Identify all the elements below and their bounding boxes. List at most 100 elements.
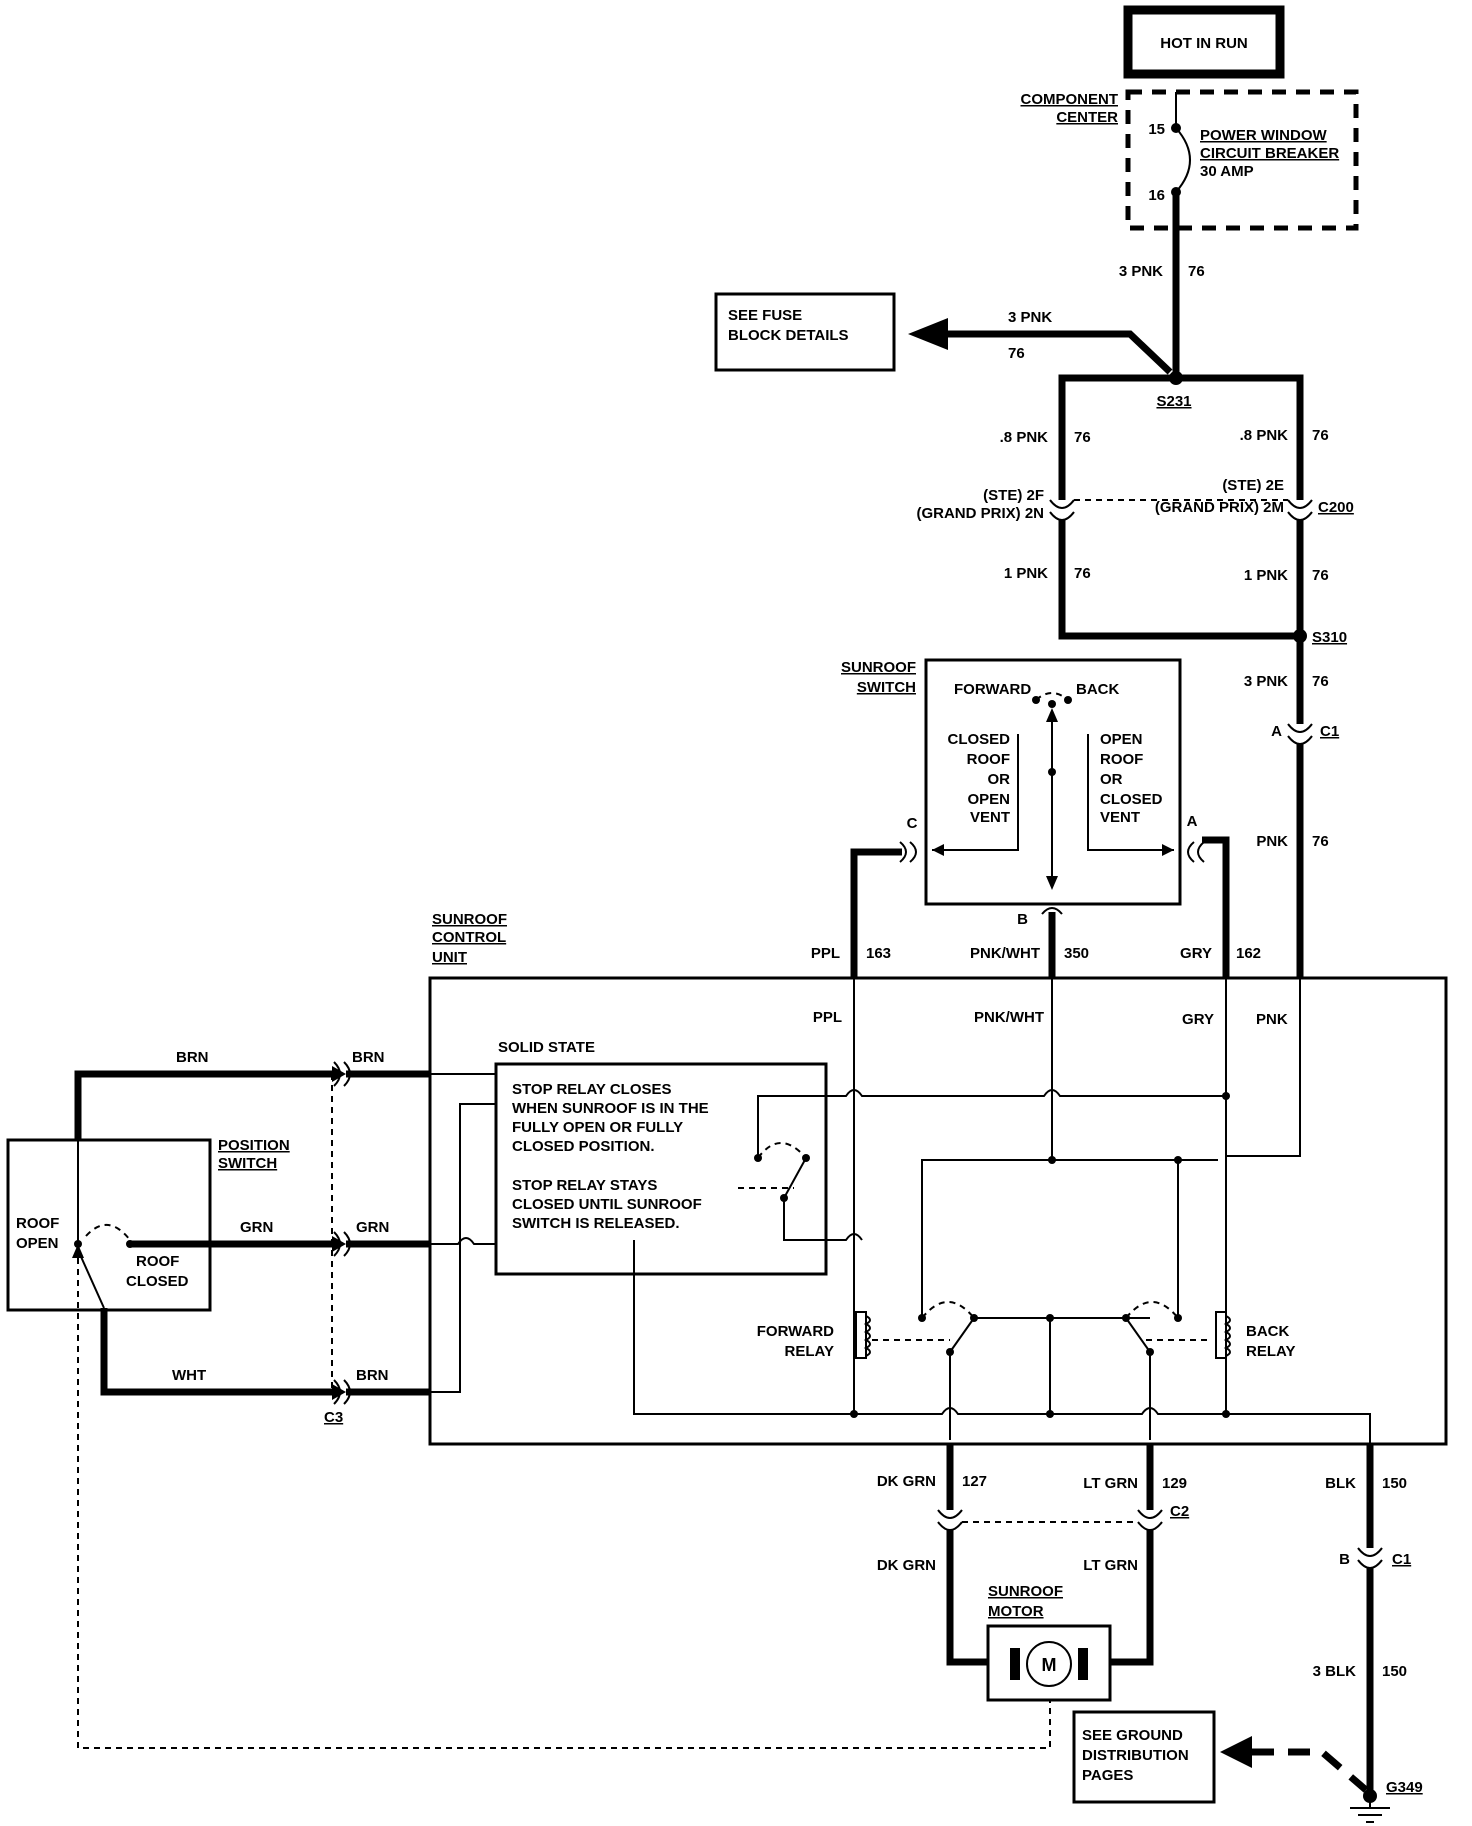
wire-s310-circuit: 76 (1312, 673, 1329, 690)
wire-blk-size-circuit: 150 (1382, 1663, 1407, 1680)
roof-open-2: OPEN (16, 1235, 59, 1252)
switch-left-4: VENT (970, 809, 1010, 826)
connector-c1-bottom: C1 (1392, 1551, 1411, 1568)
switch-pin-a: A (1187, 813, 1198, 830)
forward-relay-label-2: RELAY (785, 1343, 834, 1360)
sunroof-motor-title-1: SUNROOF (988, 1583, 1063, 1600)
wire-ppl: PPL (811, 945, 840, 962)
component-center-box (1125, 89, 1359, 231)
back-relay-label-2: RELAY (1246, 1343, 1295, 1360)
wire-pnk-wht: PNK/WHT (970, 945, 1040, 962)
hot-in-run-box (1123, 5, 1285, 79)
fuse-arrow (908, 318, 948, 350)
ground-distribution-arrow (1220, 1736, 1252, 1768)
wire-blk-circuit: 150 (1382, 1475, 1407, 1492)
wire-grn-right: GRN (356, 1219, 389, 1236)
wire-brn-left: BRN (176, 1049, 209, 1066)
hot-in-run-label: HOT IN RUN (1160, 35, 1248, 52)
splice-s310-label: S310 (1312, 629, 1347, 646)
switch-left-3: OPEN (967, 791, 1010, 808)
breaker-pin-16-label: 16 (1148, 187, 1165, 204)
control-unit-box (428, 976, 1448, 1446)
component-center-label-2: CENTER (1056, 109, 1118, 126)
wire-fuse-circuit: 76 (1008, 345, 1025, 362)
wire-blk-size: 3 BLK (1313, 1663, 1357, 1680)
wire-right-mid-size: 1 PNK (1244, 567, 1288, 584)
switch-left-0: CLOSED (947, 731, 1010, 748)
wire-main-size: 3 PNK (1119, 263, 1163, 280)
breaker-label-2: CIRCUIT BREAKER (1200, 145, 1339, 162)
note-7: SWITCH IS RELEASED. (512, 1215, 680, 1232)
switch-right-0: OPEN (1100, 731, 1143, 748)
wire-pnk: PNK (1256, 833, 1288, 850)
ground-g349-label: G349 (1386, 1779, 1423, 1796)
wire-gry-circuit: 162 (1236, 945, 1261, 962)
wire-dk-grn-circuit: 127 (962, 1473, 987, 1490)
connector-ste-2f: (STE) 2F (983, 487, 1044, 504)
splice-s310 (1293, 629, 1307, 643)
breaker-pin-15-label: 15 (1148, 121, 1165, 138)
wire-gry: GRY (1180, 945, 1212, 962)
roof-closed-2: CLOSED (126, 1273, 189, 1290)
cu-ppl-label: PPL (813, 1009, 842, 1026)
forward-relay-label-1: FORWARD (757, 1323, 834, 1340)
wire-lt-grn: LT GRN (1083, 1475, 1138, 1492)
control-unit-title-2: CONTROL (432, 929, 506, 946)
breaker-label-3: 30 AMP (1200, 163, 1254, 180)
wire-ppl-circuit: 163 (866, 945, 891, 962)
note-3: CLOSED POSITION. (512, 1138, 655, 1155)
roof-closed-1: ROOF (136, 1253, 179, 1270)
switch-pin-b: B (1017, 911, 1028, 928)
cu-gry-label: GRY (1182, 1011, 1214, 1028)
wire-pnk-wht-circuit: 350 (1064, 945, 1089, 962)
fuse-block-label-1: SEE FUSE (728, 307, 802, 324)
sunroof-motor-title-2: MOTOR (988, 1603, 1044, 1620)
control-unit-title-3: UNIT (432, 949, 467, 966)
switch-right-1: ROOF (1100, 751, 1143, 768)
connector-pin-a: A (1271, 723, 1282, 740)
wire-left-mid-size: 1 PNK (1004, 565, 1048, 582)
sunroof-switch-back: BACK (1076, 681, 1119, 698)
connector-c1-top: C1 (1320, 723, 1339, 740)
switch-left-2: OR (988, 771, 1011, 788)
breaker-label-1: POWER WINDOW (1200, 127, 1327, 144)
ground-distribution-3: PAGES (1082, 1767, 1133, 1784)
ground-distribution-1: SEE GROUND (1082, 1727, 1183, 1744)
ground-distribution-box (1072, 1710, 1216, 1804)
switch-right-3: CLOSED (1100, 791, 1163, 808)
solid-state-label: SOLID STATE (498, 1039, 595, 1056)
ground-distribution-2: DISTRIBUTION (1082, 1747, 1189, 1764)
note-1: WHEN SUNROOF IS IN THE (512, 1100, 709, 1117)
position-switch-title-1: POSITION (218, 1137, 290, 1154)
wire-right-top-size: .8 PNK (1240, 427, 1289, 444)
roof-open-1: ROOF (16, 1215, 59, 1232)
wire-right-top-circuit: 76 (1312, 427, 1329, 444)
switch-right-4: VENT (1100, 809, 1140, 826)
wire-left-top-size: .8 PNK (1000, 429, 1049, 446)
wire-wht-left: WHT (172, 1367, 206, 1384)
cu-pnk-label: PNK (1256, 1011, 1288, 1028)
splice-s231-label: S231 (1156, 393, 1191, 410)
note-2: FULLY OPEN OR FULLY (512, 1119, 683, 1136)
wire-brn-bottom: BRN (356, 1367, 389, 1384)
wire-lt-grn-lower: LT GRN (1083, 1557, 1138, 1574)
wire-grn-left: GRN (240, 1219, 273, 1236)
fuse-block-label-2: BLOCK DETAILS (728, 327, 849, 344)
switch-left-1: ROOF (967, 751, 1010, 768)
wire-left-mid-circuit: 76 (1074, 565, 1091, 582)
wire-right-mid-circuit: 76 (1312, 567, 1329, 584)
sunroof-switch-title-1: SUNROOF (841, 659, 916, 676)
wire-blk: BLK (1325, 1475, 1356, 1492)
connector-gp-2m: (GRAND PRIX) 2M (1155, 499, 1284, 516)
wire-fuse-size: 3 PNK (1008, 309, 1052, 326)
connector-ste-2e: (STE) 2E (1222, 477, 1284, 494)
wire-dk-grn: DK GRN (877, 1473, 936, 1490)
switch-pin-c: C (907, 815, 918, 832)
switch-right-2: OR (1100, 771, 1123, 788)
motor-symbol (1026, 1641, 1072, 1687)
connector-c200: C200 (1318, 499, 1354, 516)
connector-pin-b: B (1339, 1551, 1350, 1568)
connector-gp-2n: (GRAND PRIX) 2N (916, 505, 1044, 522)
control-unit-title-1: SUNROOF (432, 911, 507, 928)
